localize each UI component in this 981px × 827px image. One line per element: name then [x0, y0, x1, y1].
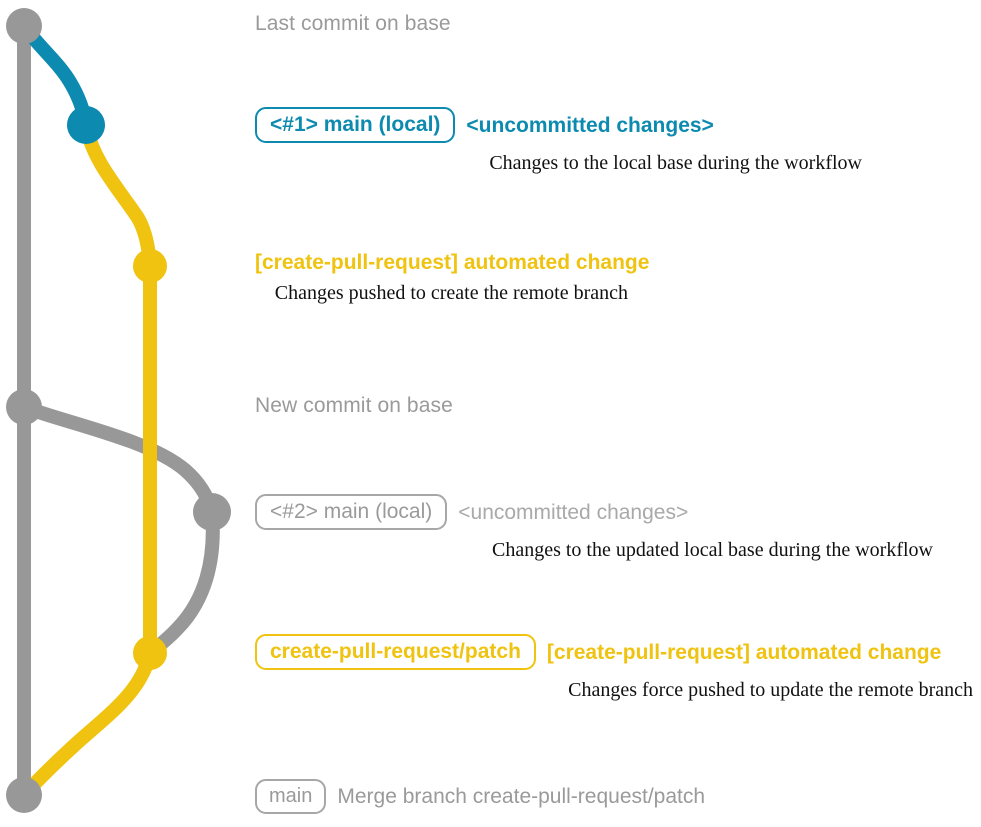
row-local-2: <#2> main (local) <uncommitted changes> …	[255, 494, 981, 562]
commit-node-new-base[interactable]	[6, 389, 42, 425]
commit-node-patch-force-push[interactable]	[133, 636, 167, 670]
ref-pill-main-local-2[interactable]: <#2> main (local)	[255, 494, 448, 530]
ref-pill-main[interactable]: main	[255, 779, 327, 814]
commit-node-merge-main[interactable]	[6, 777, 42, 813]
row-patch-force-push: create-pull-request/patch [create-pull-r…	[255, 634, 981, 702]
row-main: main Merge branch create-pull-request/pa…	[255, 779, 981, 814]
commit-description: Changes to the local base during the wor…	[489, 152, 862, 174]
base-to-local2-branch-line	[17, 400, 219, 519]
row-main: New commit on base	[255, 394, 981, 418]
commit-node-patch-create[interactable]	[133, 249, 167, 283]
patch-branch-line	[79, 118, 157, 273]
row-merge-main: main Merge branch create-pull-request/pa…	[255, 779, 981, 814]
patch-merge-line	[17, 646, 157, 802]
section-heading: New commit on base	[255, 394, 453, 417]
row-new-commit-on-base: New commit on base	[255, 394, 981, 418]
row-main: create-pull-request/patch [create-pull-r…	[255, 634, 981, 670]
commit-message: Merge branch create-pull-request/patch	[337, 785, 706, 808]
commit-message: [create-pull-request] automated change	[546, 640, 942, 664]
section-heading: Last commit on base	[255, 12, 451, 35]
commit-description: Changes to the updated local base during…	[492, 539, 933, 561]
commit-node-last-base[interactable]	[6, 8, 42, 44]
commit-node-local-1[interactable]	[67, 106, 105, 144]
commit-node-local-2[interactable]	[193, 493, 231, 531]
commit-description: Changes pushed to create the remote bran…	[274, 282, 628, 304]
row-local-1: <#1> main (local) <uncommitted changes> …	[255, 107, 981, 175]
commit-message: [create-pull-request] automated change	[255, 251, 650, 274]
ref-pill-create-pull-request-patch[interactable]: create-pull-request/patch	[255, 634, 536, 670]
row-main: [create-pull-request] automated change	[255, 252, 981, 273]
row-main: Last commit on base	[255, 12, 981, 36]
ref-pill-main-local-1[interactable]: <#1> main (local)	[255, 107, 456, 143]
commit-message: <uncommitted changes>	[458, 500, 689, 524]
commit-message: <uncommitted changes>	[466, 113, 714, 137]
commit-description: Changes force pushed to update the remot…	[568, 679, 973, 701]
row-last-commit-on-base: Last commit on base	[255, 12, 981, 36]
row-main: <#2> main (local) <uncommitted changes>	[255, 494, 981, 530]
row-main: <#1> main (local) <uncommitted changes>	[255, 107, 981, 143]
row-patch-create: [create-pull-request] automated change C…	[255, 252, 981, 305]
